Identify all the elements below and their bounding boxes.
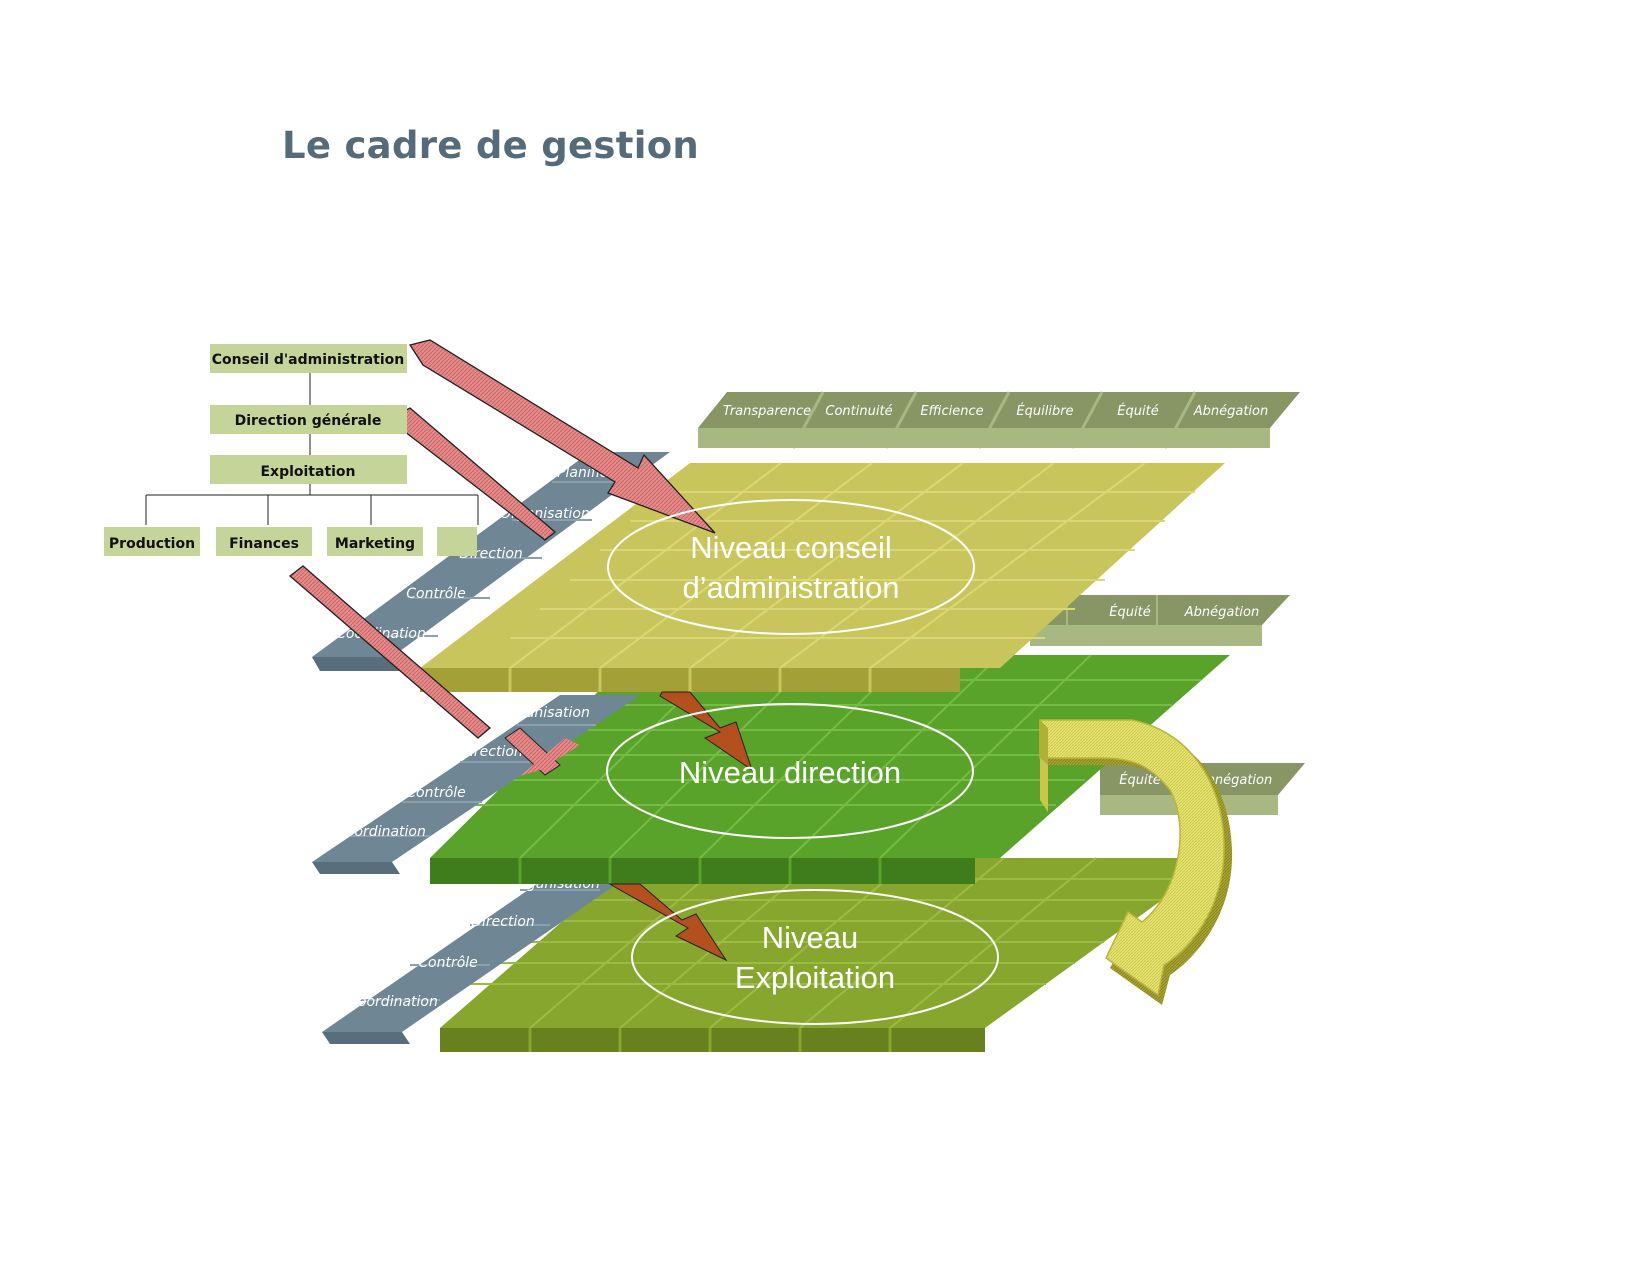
org-department-box <box>104 527 200 556</box>
value-label: Équilibre <box>1016 403 1073 419</box>
arrow-board-to-board-level <box>408 339 716 534</box>
function-label: Direction <box>471 914 535 930</box>
arrow-pink-segment <box>520 738 580 776</box>
org-operations-box <box>210 455 407 484</box>
org-department-box <box>327 527 423 556</box>
value-label: Équité <box>1117 403 1158 419</box>
level-direction-label: Niveau direction <box>679 755 901 790</box>
level-operations: Niveau Exploitation <box>631 889 999 1025</box>
org-general-management-box <box>210 405 407 434</box>
org-chart: Conseil d'administration Direction génér… <box>104 344 479 556</box>
value-label: Équité <box>1109 604 1150 620</box>
arrow-operations-to-operations-level <box>288 565 492 739</box>
value-label: Abnégation <box>1193 404 1269 419</box>
org-department-label: Production <box>109 536 195 552</box>
operations-layer <box>440 857 1220 1052</box>
feedback-cycle-arrow <box>1039 719 1233 1005</box>
page-title: Le cadre de gestion <box>282 124 700 167</box>
level-direction: Niveau direction <box>606 703 974 839</box>
value-label: Transparence <box>723 404 811 419</box>
org-board-label: Conseil d'administration <box>212 352 405 368</box>
org-department-box <box>216 527 312 556</box>
level-board-line1: Niveau conseil <box>690 530 892 565</box>
value-label: Efficience <box>920 404 983 419</box>
level-operations-line2: Exploitation <box>735 960 895 995</box>
function-label: Coordination <box>336 824 426 840</box>
value-row-board: Transparence Continuité Efficience Équil… <box>698 391 1300 449</box>
org-general-management-label: Direction générale <box>235 413 382 429</box>
value-label: Équité <box>1119 772 1160 788</box>
org-department-box-partial <box>437 527 477 556</box>
function-label: Organisation <box>500 705 590 721</box>
value-label: Abnégation <box>1184 605 1260 620</box>
function-label: Contrôle <box>406 785 466 801</box>
direction-layer <box>430 654 1230 884</box>
value-label: Continuité <box>825 404 892 419</box>
org-department-label: Marketing <box>335 536 415 552</box>
function-label: Coordination <box>348 994 438 1010</box>
level-board: Niveau conseil d’administration <box>607 499 975 635</box>
function-stack-direction: Organisation Direction Contrôle Coordina… <box>312 695 640 874</box>
level-board-line2: d’administration <box>682 570 899 605</box>
org-board-box <box>210 344 407 373</box>
org-operations-label: Exploitation <box>260 464 355 480</box>
org-department-label: Finances <box>229 536 299 552</box>
function-label: Contrôle <box>418 955 478 971</box>
arrow-board-to-direction <box>659 691 753 772</box>
arrow-direction-to-operations <box>608 883 728 962</box>
value-row-direction: Équité Abnégation <box>1030 595 1290 646</box>
function-label: Contrôle <box>406 586 466 602</box>
function-label: Direction <box>459 744 523 760</box>
level-operations-line1: Niveau <box>762 920 859 955</box>
